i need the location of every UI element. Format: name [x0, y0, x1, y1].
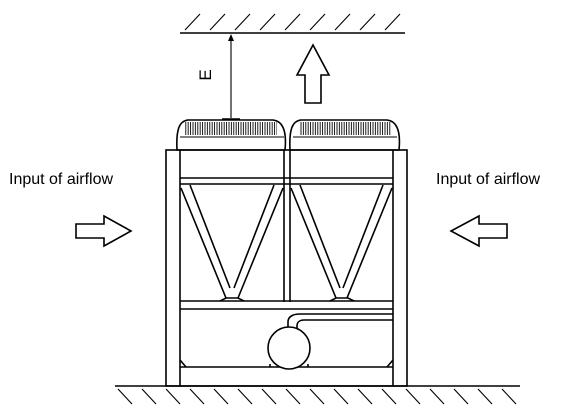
right-airflow-arrow: [449, 214, 508, 248]
pump: [179, 313, 394, 370]
right-airflow-label: Input of airflow: [436, 171, 541, 188]
fan-right: [289, 119, 401, 151]
fan-left: [176, 119, 287, 151]
coil-right: [290, 184, 393, 302]
coil-left: [180, 184, 284, 302]
clearance-dimension: E: [196, 34, 240, 120]
left-airflow-arrow: [75, 214, 133, 248]
exhaust-arrow: [295, 43, 331, 104]
floor: [115, 385, 520, 405]
clearance-label: E: [196, 69, 215, 80]
ceiling: [180, 13, 405, 34]
left-airflow-label: Input of airflow: [9, 171, 114, 188]
